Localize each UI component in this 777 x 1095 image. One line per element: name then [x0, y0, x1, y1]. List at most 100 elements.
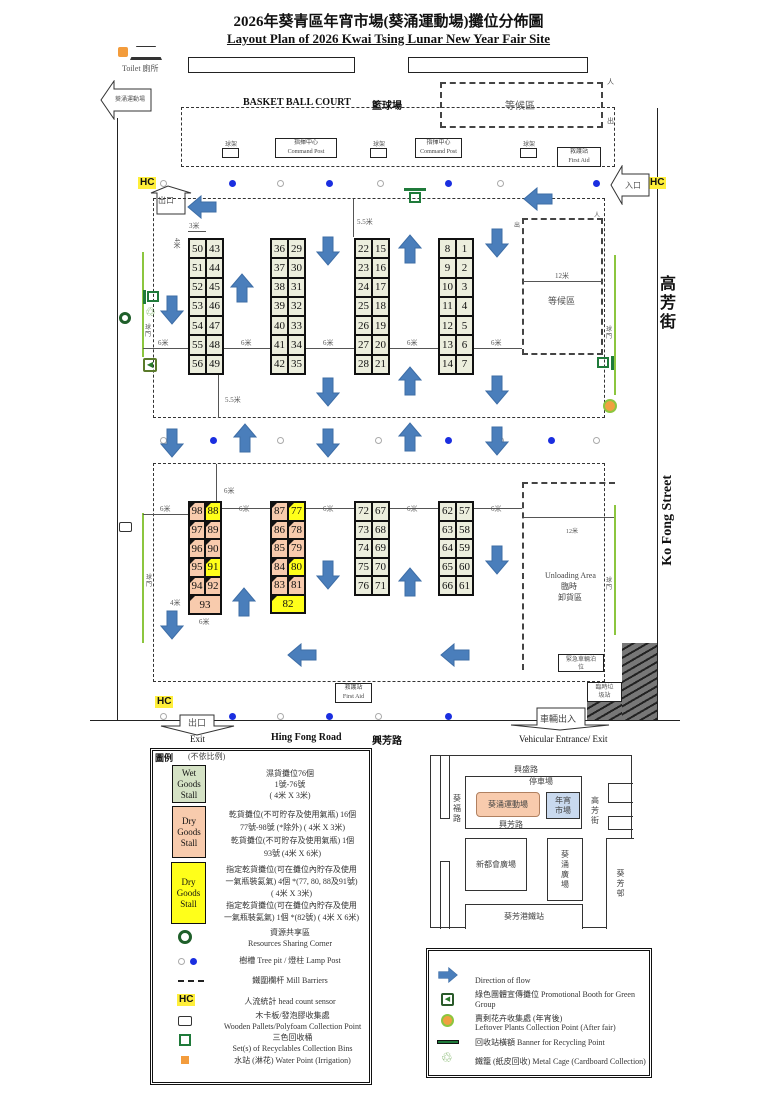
dimension-line — [224, 348, 270, 349]
stall-44: 44 — [206, 258, 223, 278]
tree-pit-icon — [178, 958, 185, 965]
stall-52: 52 — [189, 277, 206, 297]
exit-mark: 出 — [607, 117, 614, 125]
entrance-label: 入口 — [625, 181, 641, 190]
stall-51: 51 — [189, 258, 206, 278]
goal-label: 球門 — [145, 325, 152, 338]
hoop — [222, 148, 239, 158]
dimension-line — [306, 348, 354, 349]
stall-34: 34 — [288, 335, 305, 355]
legend-line: Set(s) of Recyclables Collection Bins — [232, 1044, 353, 1053]
legend-tree: 樹槽 Tree pit / 燈柱 Lamp Post — [239, 956, 341, 965]
designated-dry-goods-swatch: Dry Goods Stall — [171, 862, 206, 924]
stall-97: 97 — [189, 520, 205, 540]
ko-fong-street-en: Ko Fong Street — [660, 475, 675, 566]
unloading-area-label-zh2: 卸貨區 — [558, 593, 582, 602]
head-count-sensor: HC — [155, 696, 174, 708]
dimension-line — [218, 375, 219, 418]
direction-of-flow-icon — [437, 967, 459, 983]
stall-7: 7 — [456, 354, 473, 374]
lower-stall-area — [153, 463, 605, 682]
stall-24: 24 — [355, 277, 372, 297]
stall-37: 37 — [271, 258, 288, 278]
stall-73: 73 — [355, 520, 372, 540]
dimension-line — [353, 199, 354, 237]
stall-21: 21 — [372, 354, 389, 374]
unloading-area-label-en: Unloading Area — [545, 571, 596, 580]
stall-90: 90 — [205, 539, 221, 558]
waiting-area-label: 等候區 — [548, 296, 576, 306]
stall-96: 96 — [189, 539, 205, 558]
stall-36: 36 — [271, 239, 288, 259]
flow-arrow-up — [233, 423, 257, 453]
recycling-bins-icon — [596, 356, 614, 370]
stall-11: 11 — [439, 296, 456, 317]
flow-arrow-up — [230, 273, 254, 303]
stall-30: 30 — [288, 258, 305, 278]
exit-mark: 出 — [514, 223, 521, 229]
vehicle-entrance-zh: 車輛出入 — [540, 714, 577, 724]
map-hing-shing-road: 興盛路 — [514, 765, 538, 774]
flow-arrow-down — [160, 295, 184, 325]
lamp-post-icon — [445, 437, 452, 444]
dimension-label: 6米 — [407, 505, 418, 513]
legend-line: 93號 (4米 X 6米) — [263, 849, 322, 858]
green-booth-icon: ◀ — [441, 993, 454, 1006]
stall-56: 56 — [189, 354, 206, 374]
flow-arrow-left — [187, 195, 217, 219]
stall-45: 45 — [206, 277, 223, 297]
map-metroplaza: 新都會廣場 — [465, 838, 527, 891]
stall-2: 2 — [456, 258, 473, 278]
toilet-label: Toilet 廁所 — [122, 64, 159, 73]
stall-69: 69 — [372, 539, 389, 558]
entrance-arrow — [610, 165, 650, 205]
basketball-court-label-en: BASKET BALL COURT — [243, 97, 351, 108]
legend-box-2 — [426, 948, 652, 1078]
map-block — [440, 756, 450, 819]
lamp-post-icon — [445, 180, 452, 187]
pallet-collection-icon — [178, 1016, 192, 1026]
tree-pit-icon — [160, 180, 167, 187]
unloading-area-label-zh1: 臨時 — [561, 582, 577, 591]
stall-72: 72 — [355, 502, 372, 521]
top-box-1 — [188, 57, 355, 73]
legend-line: 木卡板/發泡膠收集處 — [255, 1011, 330, 1020]
mill-barrier-icon — [178, 980, 204, 982]
stall-57: 57 — [456, 502, 473, 521]
dimension-label: 6米 — [241, 339, 252, 347]
stall-85: 85 — [271, 539, 288, 558]
lamp-post-icon — [326, 713, 333, 720]
water-point-icon — [181, 1056, 189, 1064]
lamp-post-icon — [593, 180, 600, 187]
title-zh: 2026年葵青區年宵市場(葵涌運動場)攤位分佈圖 — [233, 14, 544, 30]
stall-92: 92 — [205, 576, 221, 596]
flow-arrow-down — [316, 377, 340, 407]
stall-63: 63 — [439, 520, 456, 540]
stall-81: 81 — [288, 576, 305, 595]
stall-79: 79 — [288, 539, 305, 558]
stall-91: 91 — [205, 557, 221, 577]
sports-ground-label: 葵涌運動場 — [115, 97, 146, 103]
head-count-sensor: HC — [648, 177, 667, 189]
hoop-label: 球架 — [373, 142, 386, 148]
legend-hc: 人流統計 head count sensor — [244, 997, 336, 1006]
goal-fence — [142, 252, 144, 357]
dry-goods-swatch: Dry Goods Stall — [172, 806, 206, 858]
stall-93: 93 — [189, 595, 221, 614]
green-booth-icon: ◀ — [143, 358, 157, 372]
map-ko-fong-street: 高芳街 — [591, 795, 599, 825]
bottom-boundary — [90, 720, 680, 721]
water-point-icon — [118, 47, 128, 57]
map-block — [608, 783, 633, 803]
legend-subtitle: (不依比例) — [188, 752, 226, 761]
recycling-bins-icon — [404, 188, 426, 204]
top-box-2 — [408, 57, 588, 73]
legend-barrier: 鐵圍欄杆 Mill Barriers — [252, 976, 328, 985]
dimension-line — [222, 508, 270, 509]
command-post-zh: 指揮中心 — [293, 140, 318, 146]
dimension-line — [216, 464, 217, 501]
stall-75: 75 — [355, 557, 372, 577]
title-en: Layout Plan of 2026 Kwai Tsing Lunar New… — [226, 31, 551, 46]
stall-83: 83 — [271, 576, 288, 595]
